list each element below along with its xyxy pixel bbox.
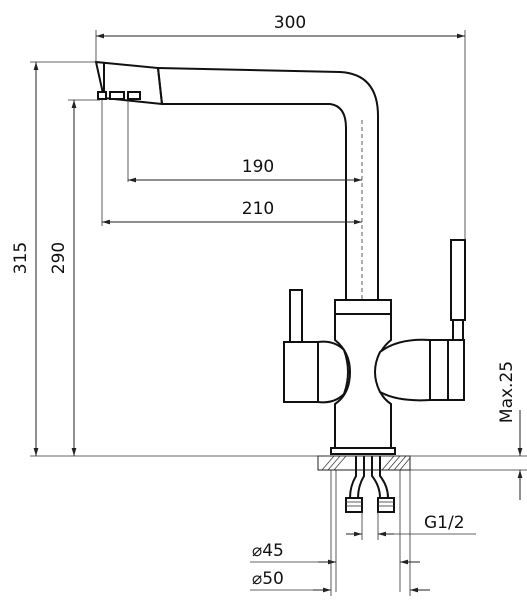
dimension-thread: G1/2 xyxy=(346,512,476,540)
faucet-outline xyxy=(94,60,466,455)
outlet-nozzle xyxy=(127,91,141,100)
dimension-190: 190 xyxy=(127,100,362,183)
dimension-diameter-50: ⌀50 xyxy=(250,470,430,596)
left-handle-housing xyxy=(283,340,349,404)
dimension-210: 210 xyxy=(101,100,363,300)
dim-300-label: 300 xyxy=(274,13,306,33)
spout-arm xyxy=(157,67,379,300)
diameter-50-label: ⌀50 xyxy=(252,569,284,589)
dim-210-label: 210 xyxy=(242,199,274,219)
spout-collar xyxy=(334,299,392,315)
right-handle-lever xyxy=(450,239,466,321)
dimension-max-25: Max.25 xyxy=(497,361,523,500)
dimension-290: 290 xyxy=(49,99,100,456)
faucet-base xyxy=(330,447,396,455)
diameter-45-label: ⌀45 xyxy=(252,541,284,561)
dimension-315: 315 xyxy=(11,61,96,456)
thread-label: G1/2 xyxy=(424,513,465,533)
supply-connectors xyxy=(345,456,395,513)
dim-290-label: 290 xyxy=(49,242,69,274)
left-handle-stem xyxy=(289,289,303,343)
dim-315-label: 315 xyxy=(11,242,31,274)
dimension-300: 300 xyxy=(95,13,466,240)
outlet-nozzle xyxy=(109,91,125,100)
dim-190-label: 190 xyxy=(242,157,274,177)
right-handle-housing xyxy=(374,338,465,402)
dim-max25-label: Max.25 xyxy=(497,361,517,423)
outlet-nozzle xyxy=(97,91,107,100)
dimension-diameter-45: ⌀45 xyxy=(250,470,420,592)
